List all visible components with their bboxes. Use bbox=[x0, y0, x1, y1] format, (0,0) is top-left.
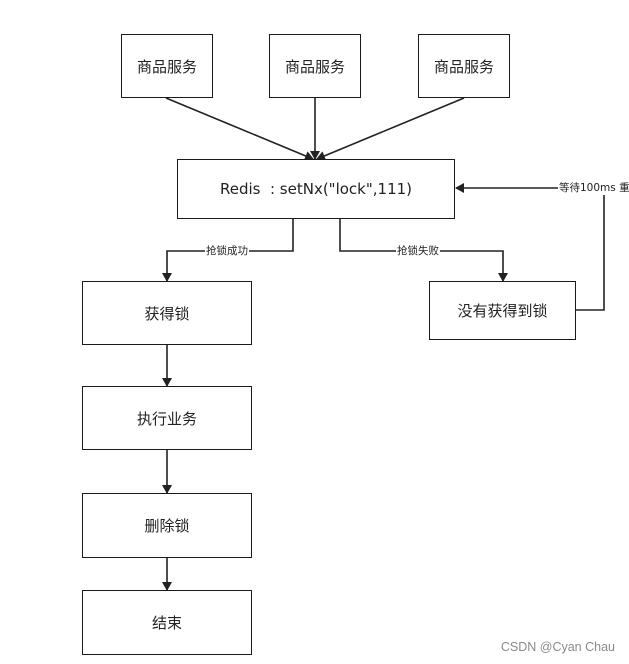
node-service-2: 商品服务 bbox=[269, 34, 361, 98]
edge-label-retry: 等待100ms 重 bbox=[558, 182, 629, 195]
arrow-retry-to-redis bbox=[455, 183, 605, 311]
node-service-1: 商品服务 bbox=[121, 34, 213, 98]
edge-label-success: 抢锁成功 bbox=[205, 245, 249, 258]
node-no-lock: 没有获得到锁 bbox=[429, 281, 576, 340]
arrow-service1-to-redis bbox=[165, 97, 314, 161]
arrow-service3-to-redis bbox=[316, 97, 465, 161]
node-got-lock: 获得锁 bbox=[82, 281, 252, 345]
node-end: 结束 bbox=[82, 590, 252, 655]
node-execute: 执行业务 bbox=[82, 386, 252, 450]
node-delete-lock: 删除锁 bbox=[82, 493, 252, 558]
edge-label-fail: 抢锁失败 bbox=[396, 245, 440, 258]
node-redis: Redis : setNx("lock",111) bbox=[177, 159, 455, 219]
node-service-3: 商品服务 bbox=[418, 34, 510, 98]
watermark: CSDN @Cyan Chau bbox=[500, 640, 615, 654]
